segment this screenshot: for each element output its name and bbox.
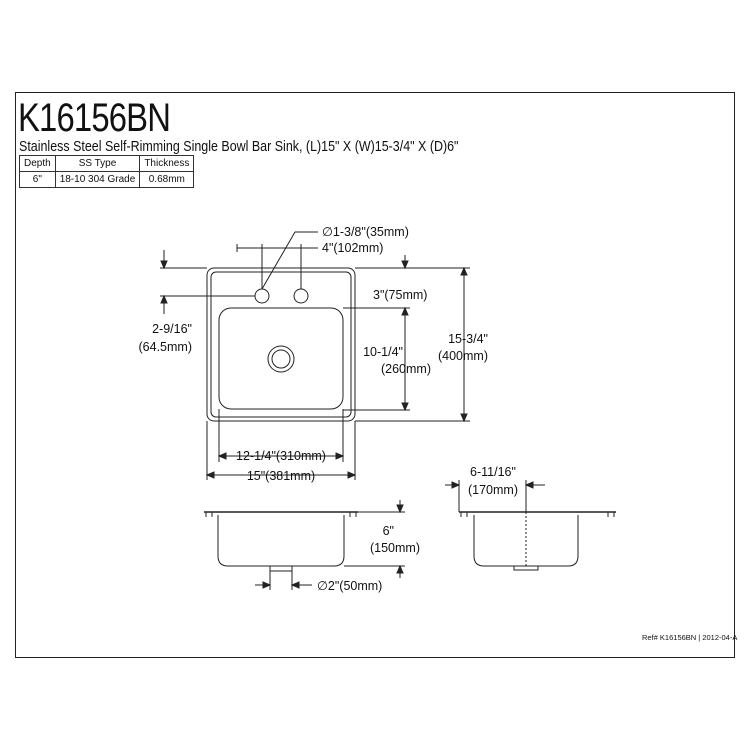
- model-number: K16156BN: [18, 96, 171, 140]
- label-hole-spacing: 4"(102mm): [322, 241, 383, 255]
- label-overall-width-in: 15-3/4": [448, 332, 488, 346]
- label-side-offset-in: 6-11/16": [470, 465, 516, 479]
- arrows-drain: [262, 581, 300, 589]
- faucet-hole-right: [293, 288, 309, 304]
- front-drain: [269, 566, 293, 572]
- arrows-bowl-length: [217, 452, 345, 460]
- spec-value-ss-type: 18-10 304 Grade: [54, 171, 141, 188]
- sink-rim-inner: [210, 271, 352, 418]
- sink-rim-outer: [206, 267, 356, 422]
- label-bowl-length: 12-1/4"(310mm): [236, 449, 326, 463]
- side-clips: [460, 512, 615, 517]
- arrows-overall-width: [460, 266, 468, 423]
- drain-inner: [271, 349, 291, 369]
- faucet-hole-left: [254, 288, 270, 304]
- label-hole-offset-in: 2-9/16": [152, 322, 192, 336]
- ext-lines-depth: [344, 511, 405, 567]
- label-overall-width-mm: (400mm): [438, 349, 488, 363]
- leader-faucet-hole: [261, 231, 318, 290]
- ext-lines-bowl-length: [218, 409, 344, 462]
- label-faucet-hole: ∅1-3/8"(35mm): [322, 225, 409, 239]
- spec-value-row: 6" 18-10 304 Grade 0.68mm: [19, 171, 195, 188]
- ext-lines-rim-to-bowl: [343, 267, 470, 309]
- label-drain: ∅2"(50mm): [317, 579, 382, 593]
- drawing-frame: [15, 92, 735, 658]
- side-drain: [513, 566, 539, 571]
- side-view: [459, 511, 616, 571]
- front-view: [204, 511, 358, 572]
- label-bowl-width-in: 10-1/4": [363, 345, 403, 359]
- spec-table: Depth SS Type Thickness 6" 18-10 304 Gra…: [19, 155, 195, 188]
- label-depth-mm: (150mm): [370, 541, 420, 555]
- front-clips: [205, 512, 357, 517]
- front-bowl: [217, 515, 345, 567]
- ext-lines-hole-spacing: [236, 244, 302, 289]
- arrows-hole-offset: [160, 260, 168, 304]
- bowl-outline: [218, 307, 344, 410]
- drain-outer: [267, 345, 295, 373]
- label-side-offset-mm: (170mm): [468, 483, 518, 497]
- label-depth-in: 6": [383, 524, 394, 538]
- label-rim-to-bowl: 3"(75mm): [373, 288, 427, 302]
- arrows-overall-length: [205, 471, 357, 479]
- product-description: Stainless Steel Self-Rimming Single Bowl…: [19, 139, 459, 155]
- label-bowl-width-mm: (260mm): [381, 362, 431, 376]
- arrows-side-offset: [451, 481, 534, 489]
- spec-value-thickness: 0.68mm: [139, 171, 195, 188]
- label-hole-offset-mm: (64.5mm): [139, 340, 192, 354]
- ext-lines-drain: [269, 571, 293, 590]
- reference-number: Ref# K16156BN | 2012-04-A: [642, 633, 738, 642]
- arrows-bowl: [401, 260, 409, 412]
- top-view: [206, 267, 356, 422]
- label-overall-length: 15"(381mm): [247, 469, 315, 483]
- ext-lines-hole-offset: [160, 267, 255, 297]
- ext-lines-overall-length: [206, 421, 356, 480]
- arrows-depth: [396, 504, 404, 574]
